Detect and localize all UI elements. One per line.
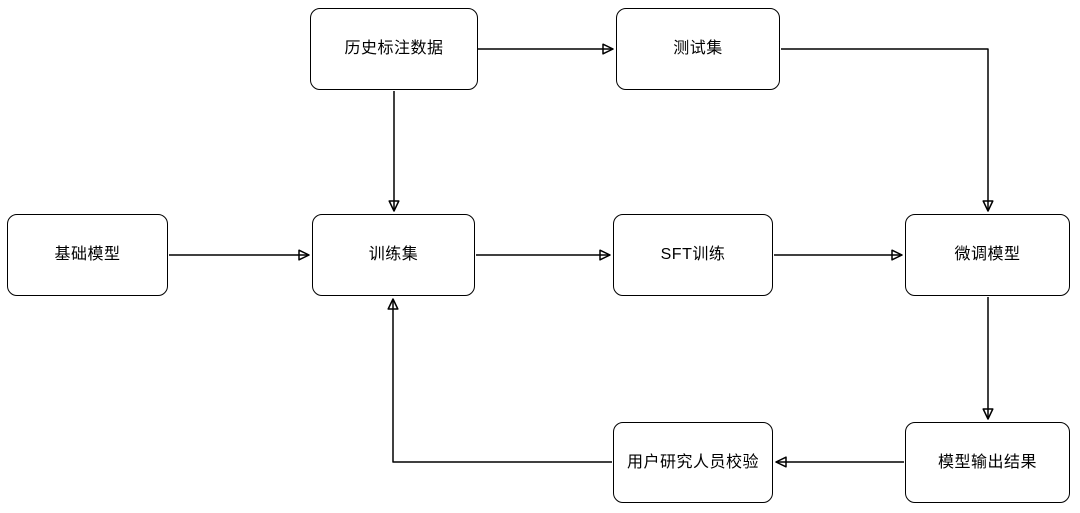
- node-label: 模型输出结果: [937, 453, 1037, 471]
- node-training-set: 训练集: [312, 214, 475, 296]
- node-label: 微调模型: [954, 246, 1021, 264]
- node-test-set: 测试集: [616, 8, 780, 90]
- node-label: 测试集: [673, 40, 723, 58]
- node-label: 用户研究人员校验: [626, 453, 759, 471]
- node-user-researcher-review: 用户研究人员校验: [613, 422, 773, 503]
- node-sft-training: SFT训练: [613, 214, 773, 296]
- node-base-model: 基础模型: [7, 214, 168, 296]
- node-label: 历史标注数据: [344, 40, 444, 58]
- node-fine-tuned-model: 微调模型: [905, 214, 1070, 296]
- node-model-output-result: 模型输出结果: [905, 422, 1070, 503]
- node-history-annotation-data: 历史标注数据: [310, 8, 478, 90]
- node-label: 基础模型: [54, 246, 121, 264]
- node-label: SFT训练: [660, 246, 726, 264]
- edge-test-to-finetuned-arrow: [781, 48, 994, 212]
- edge-review-to-training-arrow: [387, 298, 612, 463]
- node-label: 训练集: [368, 246, 419, 264]
